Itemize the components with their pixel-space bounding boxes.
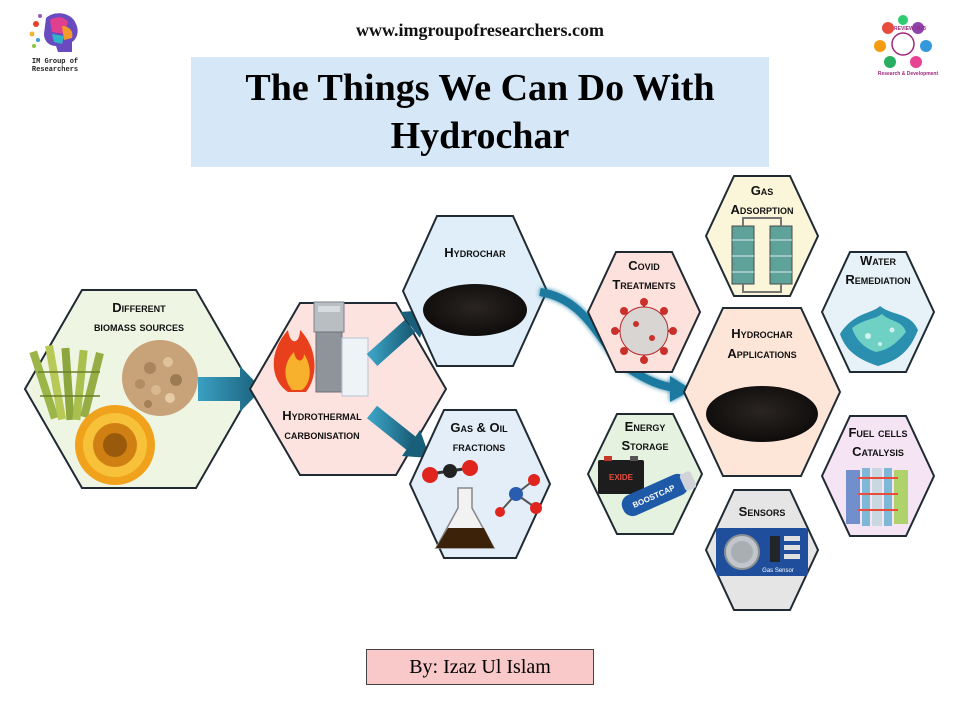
molecule-icon <box>495 474 542 517</box>
gas-adsorption-label-line1: Gas <box>751 183 774 198</box>
applications-hydrochar-icon <box>706 386 818 442</box>
title-box: The Things We Can Do With Hydrochar <box>191 57 769 167</box>
applications-label-line2: Applications <box>727 346 796 361</box>
gasoil-hexagon: Gas & Oil fractions <box>408 409 552 559</box>
sensors-hexagon: Sensors Gas Sensor <box>704 489 820 611</box>
htc-label-line2: carbonisation <box>284 427 359 442</box>
water-label-line2: Remediation <box>845 272 910 287</box>
sunflower-icon <box>75 405 155 485</box>
hydrochar-label: Hydrochar <box>444 245 506 260</box>
fuel-label-line2: Catalysis <box>852 444 904 459</box>
review-hub-logo-subtitle: Research & Development <box>877 71 939 77</box>
site-url[interactable]: www.imgroupofresearchers.com <box>356 20 604 40</box>
hydrochar-powder-icon <box>423 284 527 336</box>
energy-label-line2: Storage <box>621 438 668 453</box>
arrow-biomass-to-htc <box>198 366 262 412</box>
biomass-hexagon: Different biomass sources <box>23 289 255 489</box>
htc-label-line1: Hydrothermal <box>282 408 362 423</box>
flame-icon <box>273 330 315 392</box>
author-box: By: Izaz Ul Islam <box>366 649 594 685</box>
virus-icon <box>611 298 677 364</box>
author-label: By: Izaz Ul Islam <box>409 655 551 678</box>
im-group-logo-icon <box>29 13 78 52</box>
biomass-label-line2: biomass sources <box>94 319 184 334</box>
covid-hexagon: Covid Treatments <box>586 251 702 373</box>
page-title: The Things We Can Do With Hydrochar <box>245 67 715 157</box>
sugarcane-icon <box>29 344 104 421</box>
arrow-htc-to-gasoil <box>367 405 430 458</box>
water-label-line1: Water <box>860 253 897 268</box>
energy-hexagon: Energy Storage EXIDE BOOSTCAP <box>586 413 704 535</box>
im-group-logo-text: IM Group of Researchers <box>31 58 79 74</box>
energy-label-line1: Energy <box>625 419 666 434</box>
oil-flask-icon <box>434 487 496 549</box>
fuel-cell-stack-icon <box>846 468 908 526</box>
battery-icon: EXIDE <box>598 456 644 494</box>
reactor-vessel-icon <box>313 301 369 397</box>
co2-molecule-icon <box>422 460 478 483</box>
gas-adsorption-label-line2: Adsorption <box>731 202 794 217</box>
sensor-board-label: Gas Sensor <box>762 568 794 574</box>
biomass-label-line1: Different <box>112 300 166 315</box>
covid-label-line1: Covid <box>628 258 660 273</box>
sensors-label: Sensors <box>739 504 786 519</box>
applications-hexagon: Hydrochar Applications <box>682 307 842 477</box>
adsorption-columns-icon <box>731 217 793 293</box>
hydrochar-hexagon: Hydrochar <box>401 215 549 367</box>
water-hexagon: Water Remediation <box>820 251 936 373</box>
review-hub-logo-icon <box>874 15 932 68</box>
gas-sensor-board-icon: Gas Sensor <box>716 528 808 576</box>
fuel-label-line1: Fuel cells <box>848 425 907 440</box>
water-splash-icon <box>840 306 918 366</box>
wood-pellets-icon <box>122 340 198 416</box>
fuel-hexagon: Fuel cells Catalysis <box>820 415 936 537</box>
covid-label-line2: Treatments <box>612 277 675 292</box>
gasoil-label-line1: Gas & Oil <box>450 420 508 435</box>
battery-brand-label: EXIDE <box>609 473 634 482</box>
gasoil-label-line2: fractions <box>453 439 506 454</box>
gas-adsorption-hexagon: Gas Adsorption <box>704 175 820 297</box>
applications-label-line1: Hydrochar <box>731 326 793 341</box>
review-hub-logo-title: REVIEW HUB <box>894 26 926 32</box>
